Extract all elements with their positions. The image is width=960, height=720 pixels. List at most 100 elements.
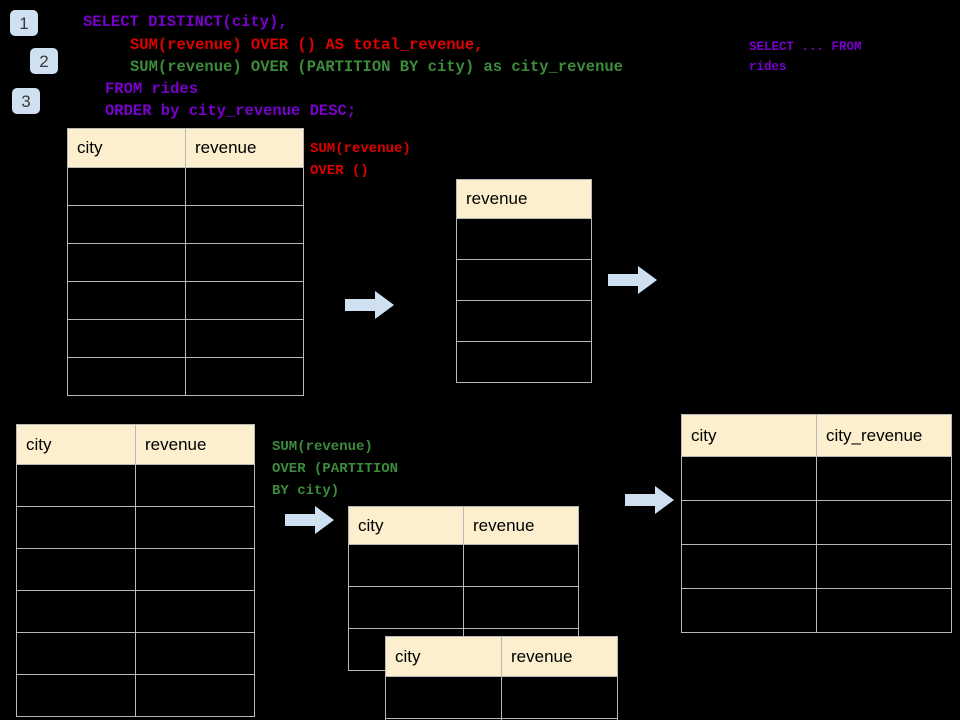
cell-city [67,319,186,358]
cell-revenue [456,218,592,260]
table-row [67,319,304,358]
cell-revenue [185,357,304,396]
table-row [681,456,952,501]
arrow-right-icon [345,291,394,319]
cell-revenue [501,676,618,719]
cell-revenue [456,341,592,383]
cell-revenue [135,632,255,675]
note-sum-over-partition: SUM(revenue) OVER (PARTITION BY city) [272,439,399,499]
cell-revenue [501,718,618,720]
cell-city [16,506,136,549]
table-row [681,544,952,589]
cell-revenue [456,300,592,342]
sql-line-select: SELECT DISTINCT(city), [83,13,288,31]
cell-revenue [185,167,304,206]
table-row [456,259,592,301]
column-header-revenue: revenue [185,128,304,168]
cell-city [67,357,186,396]
cell-revenue [185,243,304,282]
table-row [385,718,618,720]
cell-city [67,167,186,206]
cell-city [16,548,136,591]
arrow-right-icon [285,506,334,534]
table-row [16,632,255,675]
table-row [385,676,618,719]
sql-line-from: FROM rides [105,80,199,98]
table-row [67,281,304,320]
cell-city-revenue [816,456,952,501]
step-badge-1[interactable]: 1 [10,10,38,36]
table-header-row: city city_revenue [681,414,952,457]
cell-city [16,464,136,507]
cell-city [16,632,136,675]
table-row [16,548,255,591]
column-header-revenue: revenue [463,506,579,545]
arrow-right-icon [625,486,674,514]
table-row [348,544,579,587]
cell-city [67,243,186,282]
cell-city [67,205,186,244]
column-header-city: city [681,414,817,457]
table-header-row: city revenue [16,424,255,465]
column-header-revenue: revenue [456,179,592,219]
table-row [16,506,255,549]
table-row [67,167,304,206]
cell-revenue [135,674,255,717]
arrow-total-to-right [608,265,658,300]
cell-city [348,544,464,587]
step-badge-3-label: 3 [21,91,31,111]
step-badge-3[interactable]: 3 [12,88,40,114]
cell-city-revenue [816,500,952,545]
column-header-city: city [348,506,464,545]
table-row [16,590,255,633]
cell-revenue [456,259,592,301]
column-header-revenue: revenue [135,424,255,465]
step-badge-2-label: 2 [39,51,49,71]
column-header-city-revenue: city_revenue [816,414,952,457]
table-row [681,500,952,545]
column-header-city: city [385,636,502,677]
cell-revenue [135,464,255,507]
table-row [348,586,579,629]
table-header-row: city revenue [67,128,304,168]
cell-city [348,586,464,629]
column-header-city: city [16,424,136,465]
cell-city-revenue [816,544,952,589]
cell-city [67,281,186,320]
sql-line-total-revenue: SUM(revenue) OVER () AS total_revenue, [130,36,484,54]
column-header-revenue: revenue [501,636,618,677]
cell-city-revenue [816,588,952,633]
cell-city [16,674,136,717]
step-badge-2[interactable]: 2 [30,48,58,74]
table-row [67,205,304,244]
cell-revenue [185,281,304,320]
table-header-row: city revenue [348,506,579,545]
cell-city [16,590,136,633]
table-row [456,300,592,342]
note-select-from-rides: SELECT ... FROM rides [749,40,862,74]
cell-revenue [135,590,255,633]
cell-city [681,500,817,545]
arrow-source-to-partition [285,505,335,540]
total-revenue-table: revenue [456,179,592,383]
cell-city [681,456,817,501]
cell-revenue [463,544,579,587]
step-badge-1-label: 1 [19,13,29,33]
sql-line-city-revenue: SUM(revenue) OVER (PARTITION BY city) as… [130,58,623,76]
rides-source-table-top: city revenue [67,128,304,396]
table-row [16,464,255,507]
table-row [456,218,592,260]
table-row [456,341,592,383]
cell-revenue [185,205,304,244]
table-row [67,243,304,282]
cell-city [681,588,817,633]
sql-line-order-by: ORDER by city_revenue DESC; [105,102,357,120]
table-header-row: revenue [456,179,592,219]
table-row [67,357,304,396]
cell-city [385,676,502,719]
table-row [681,588,952,633]
rides-source-table-bottom: city revenue [16,424,255,717]
cell-revenue [463,586,579,629]
column-header-city: city [67,128,186,168]
